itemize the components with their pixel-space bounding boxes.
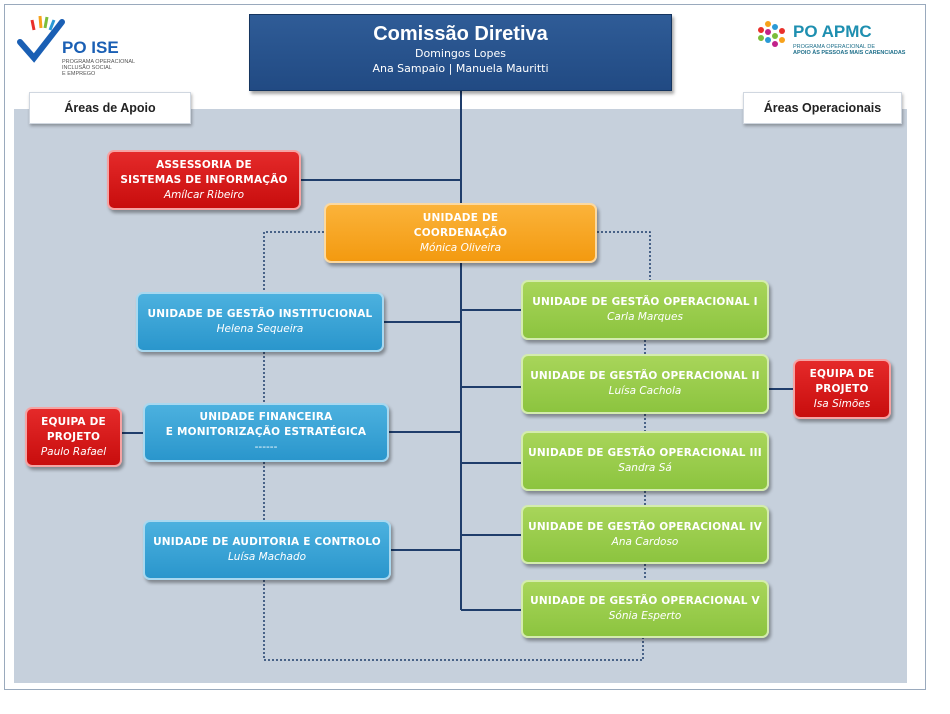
- unit-equipa-projeto-right: EQUIPA DE PROJETO Isa Simões: [793, 359, 891, 419]
- unit-ugi-person: Helena Sequeira: [216, 323, 304, 335]
- po-ise-line2: INCLUSÃO SOCIAL: [62, 65, 112, 71]
- unit-ugi: UNIDADE DE GESTÃO INSTITUCIONAL Helena S…: [136, 292, 384, 352]
- unit-coordenacao-person: Mónica Oliveira: [419, 241, 502, 254]
- unit-ufm-title: UNIDADE FINANCEIRA E MONITORIZAÇÃO ESTRA…: [165, 411, 367, 438]
- po-apmc-logo: PO APMC PROGRAMA OPERACIONAL DE APOIO ÀS…: [755, 18, 915, 68]
- unit-ugo2-person: Luísa Cachola: [608, 385, 682, 397]
- comissao-diretiva-member1: Domingos Lopes: [414, 47, 507, 60]
- unit-ugo5-person: Sónia Esperto: [608, 610, 682, 622]
- unit-coordenacao: UNIDADE DE COORDENAÇÃO Mónica Oliveira: [324, 203, 597, 263]
- comissao-diretiva-box: Comissão Diretiva Domingos Lopes Ana Sam…: [249, 14, 672, 91]
- unit-asi-person: Amílcar Ribeiro: [163, 188, 245, 201]
- unit-equipa-projeto-left-title: EQUIPA DE PROJETO: [41, 415, 106, 443]
- unit-ufm: UNIDADE FINANCEIRA E MONITORIZAÇÃO ESTRA…: [143, 403, 389, 462]
- unit-equipa-projeto-right-person: Isa Simões: [813, 397, 871, 410]
- unit-uac-title: UNIDADE DE AUDITORIA E CONTROLO: [153, 536, 381, 548]
- unit-ugo1-person: Carla Marques: [607, 311, 683, 323]
- unit-coordenacao-title: UNIDADE DE COORDENAÇÃO: [413, 211, 508, 239]
- unit-ugo4: UNIDADE DE GESTÃO OPERACIONAL IV Ana Car…: [521, 505, 769, 564]
- unit-ugo5-title: UNIDADE DE GESTÃO OPERACIONAL V: [530, 595, 760, 607]
- po-apmc-line2: APOIO ÀS PESSOAS MAIS CARENCIADAS: [793, 50, 906, 56]
- unit-ugo5: UNIDADE DE GESTÃO OPERACIONAL V Sónia Es…: [521, 580, 769, 638]
- areas-de-apoio-label: Áreas de Apoio: [29, 92, 191, 124]
- unit-ugo2-title: UNIDADE DE GESTÃO OPERACIONAL II: [530, 370, 760, 382]
- po-apmc-name: PO APMC: [793, 22, 872, 41]
- po-apmc-dots-icon: [758, 21, 785, 47]
- unit-ugo3-title: UNIDADE DE GESTÃO OPERACIONAL III: [528, 447, 762, 459]
- comissao-diretiva-members: Ana Sampaio | Manuela Mauritti: [372, 62, 549, 75]
- unit-equipa-projeto-right-title: EQUIPA DE PROJETO: [809, 367, 875, 395]
- unit-ugi-title: UNIDADE DE GESTÃO INSTITUCIONAL: [147, 308, 373, 320]
- dotted-coord-right: [597, 231, 651, 280]
- unit-ugo1: UNIDADE DE GESTÃO OPERACIONAL I Carla Ma…: [521, 280, 769, 340]
- unit-ufm-person: ------: [254, 441, 278, 453]
- areas-operacionais-label: Áreas Operacionais: [743, 92, 902, 124]
- unit-ugo3: UNIDADE DE GESTÃO OPERACIONAL III Sandra…: [521, 431, 769, 491]
- unit-asi-title: ASSESSORIA DE SISTEMAS DE INFORMAÇÃO: [120, 158, 288, 186]
- comissao-diretiva-title: Comissão Diretiva: [373, 23, 548, 45]
- po-apmc-line1: PROGRAMA OPERACIONAL DE: [793, 44, 876, 50]
- unit-asi: ASSESSORIA DE SISTEMAS DE INFORMAÇÃO Amí…: [107, 150, 301, 210]
- dotted-coord-left: [263, 231, 324, 292]
- unit-ugo4-title: UNIDADE DE GESTÃO OPERACIONAL IV: [528, 520, 762, 533]
- po-ise-check-icon: [17, 15, 65, 63]
- unit-uac: UNIDADE DE AUDITORIA E CONTROLO Luísa Ma…: [143, 520, 391, 580]
- po-ise-logo: PO ISE PROGRAMA OPERACIONAL INCLUSÃO SOC…: [16, 14, 136, 84]
- unit-ugo4-person: Ana Cardoso: [611, 535, 679, 548]
- dotted-bottom: [263, 580, 644, 661]
- unit-equipa-projeto-left-person: Paulo Rafael: [40, 445, 107, 458]
- po-ise-line3: E EMPREGO: [62, 71, 96, 77]
- unit-ugo2: UNIDADE DE GESTÃO OPERACIONAL II Luísa C…: [521, 354, 769, 414]
- unit-ugo3-person: Sandra Sá: [618, 462, 672, 474]
- po-ise-name: PO ISE: [62, 38, 119, 57]
- unit-uac-person: Luísa Machado: [227, 551, 307, 563]
- unit-ugo1-title: UNIDADE DE GESTÃO OPERACIONAL I: [532, 296, 758, 308]
- unit-equipa-projeto-left: EQUIPA DE PROJETO Paulo Rafael: [25, 407, 122, 467]
- po-ise-line1: PROGRAMA OPERACIONAL: [62, 59, 136, 65]
